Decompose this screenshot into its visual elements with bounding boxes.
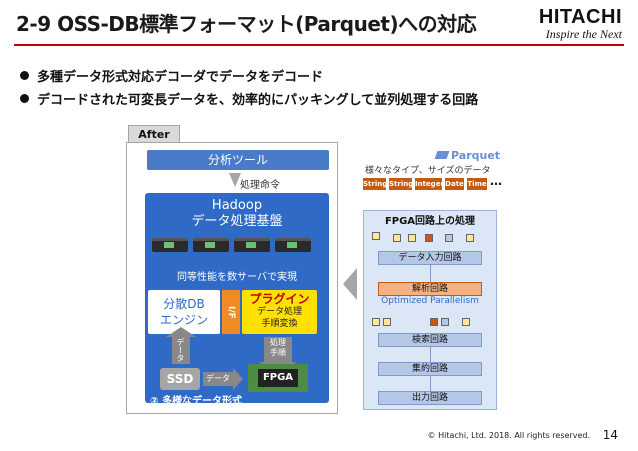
hadoop-title-line2: データ処理基盤 bbox=[191, 214, 283, 229]
logo-name: HITACHI bbox=[538, 6, 622, 28]
packed-chip-icon bbox=[462, 318, 470, 326]
db-engine-line2: エンジン bbox=[159, 313, 208, 327]
type-chip-string: String bbox=[362, 177, 387, 191]
input-chip-icon bbox=[393, 234, 401, 242]
fpga-processing-title: FPGA回路上の処理 bbox=[384, 216, 476, 227]
procedure-label-1: 処理 bbox=[270, 338, 286, 347]
command-arrow-icon bbox=[229, 173, 241, 187]
data-arrow-label: データ bbox=[203, 372, 233, 386]
parquet-logo-icon bbox=[434, 151, 450, 159]
bullet-dot-icon bbox=[20, 94, 29, 103]
server-icon bbox=[275, 238, 311, 252]
title-divider bbox=[14, 44, 624, 46]
flow-connector bbox=[430, 265, 431, 282]
data-up-label: データ bbox=[176, 338, 185, 362]
data-up-arrow-icon bbox=[166, 327, 196, 337]
packed-chip-icon bbox=[430, 318, 438, 326]
logo-tagline: Inspire the Next bbox=[545, 27, 622, 41]
page-title: 2-9 OSS-DB標準フォーマット(Parquet)への対応 bbox=[16, 12, 477, 36]
search-circuit: 検索回路 bbox=[378, 333, 482, 347]
procedure-label: 処理 手順 bbox=[264, 338, 292, 358]
same-performance-label: 同等性能を数サーバで実現 bbox=[177, 272, 297, 283]
parquet-logo: Parquet bbox=[434, 149, 501, 162]
distributed-db-engine: 分散DB エンジン bbox=[148, 290, 220, 334]
procedure-label-2: 手順 bbox=[270, 348, 286, 357]
bullet-text-1: 多種データ形式対応デコーダでデータをデコード bbox=[37, 70, 324, 85]
input-chip-icon bbox=[372, 232, 380, 240]
server-icon bbox=[234, 238, 270, 252]
bullet-item-2: デコードされた可変長データを、効率的にパッキングして並列処理する回路 bbox=[20, 89, 478, 108]
after-tab: After bbox=[128, 125, 180, 143]
aggregate-circuit: 集約回路 bbox=[378, 362, 482, 376]
more-types-ellipsis: … bbox=[490, 174, 502, 188]
plugin-title: プラグイン bbox=[249, 292, 310, 306]
hadoop-title: Hadoop データ処理基盤 bbox=[145, 198, 329, 230]
plugin-sub-2: 手順変換 bbox=[261, 319, 298, 329]
packed-chip-icon bbox=[441, 318, 449, 326]
analysis-tool-bar: 分析ツール bbox=[147, 150, 329, 170]
copyright: © Hitachi, Ltd. 2018. All rights reserve… bbox=[427, 431, 590, 440]
parse-circuit: 解析回路 bbox=[378, 282, 482, 296]
output-circuit: 出力回路 bbox=[378, 391, 482, 405]
packed-chip-icon bbox=[372, 318, 380, 326]
multi-format-label: ② 多様なデータ形式 bbox=[150, 396, 242, 407]
input-chip-icon bbox=[408, 234, 416, 242]
fpga-label: FPGA bbox=[258, 369, 298, 387]
input-chip-icon bbox=[445, 234, 453, 242]
command-label: 処理命令 bbox=[240, 180, 280, 191]
type-chip-string: String bbox=[388, 177, 413, 191]
bullet-text-2: デコードされた可変長データを、効率的にパッキングして並列処理する回路 bbox=[37, 93, 479, 108]
db-engine-line1: 分散DB bbox=[163, 297, 205, 311]
types-label: 様々なタイプ、サイズのデータ bbox=[365, 166, 491, 176]
page-number: 14 bbox=[602, 428, 618, 442]
hitachi-logo: HITACHI Inspire the Next bbox=[539, 6, 622, 42]
plugin-sub-1: データ処理 bbox=[256, 307, 302, 317]
packed-chip-icon bbox=[383, 318, 391, 326]
procedure-arrow-icon bbox=[264, 337, 292, 363]
data-up-arrow-body bbox=[172, 336, 190, 364]
interface-block: I/F bbox=[222, 290, 240, 334]
hadoop-title-line1: Hadoop bbox=[211, 198, 263, 213]
flow-connector bbox=[430, 347, 431, 362]
type-chip-date: Date bbox=[444, 177, 465, 191]
optimized-parallelism-label: Optimized Parallelism bbox=[381, 296, 479, 306]
ssd-block: SSD bbox=[160, 368, 200, 390]
server-icon bbox=[152, 238, 188, 252]
input-chip-icon bbox=[466, 234, 474, 242]
type-chip-time: Time bbox=[466, 177, 488, 191]
data-arrow-head-icon bbox=[233, 368, 243, 390]
bullet-dot-icon bbox=[20, 71, 29, 80]
flow-connector bbox=[430, 376, 431, 391]
plugin-block: プラグイン データ処理 手順変換 bbox=[242, 290, 317, 334]
data-input-circuit: データ入力回路 bbox=[378, 251, 482, 265]
server-icon bbox=[193, 238, 229, 252]
input-chip-icon bbox=[425, 234, 433, 242]
connector-arrow-icon bbox=[343, 268, 357, 300]
type-chip-integer: Integer bbox=[414, 177, 444, 191]
bullet-item-1: 多種データ形式対応デコーダでデータをデコード bbox=[20, 66, 323, 85]
parquet-logo-text: Parquet bbox=[451, 149, 501, 162]
